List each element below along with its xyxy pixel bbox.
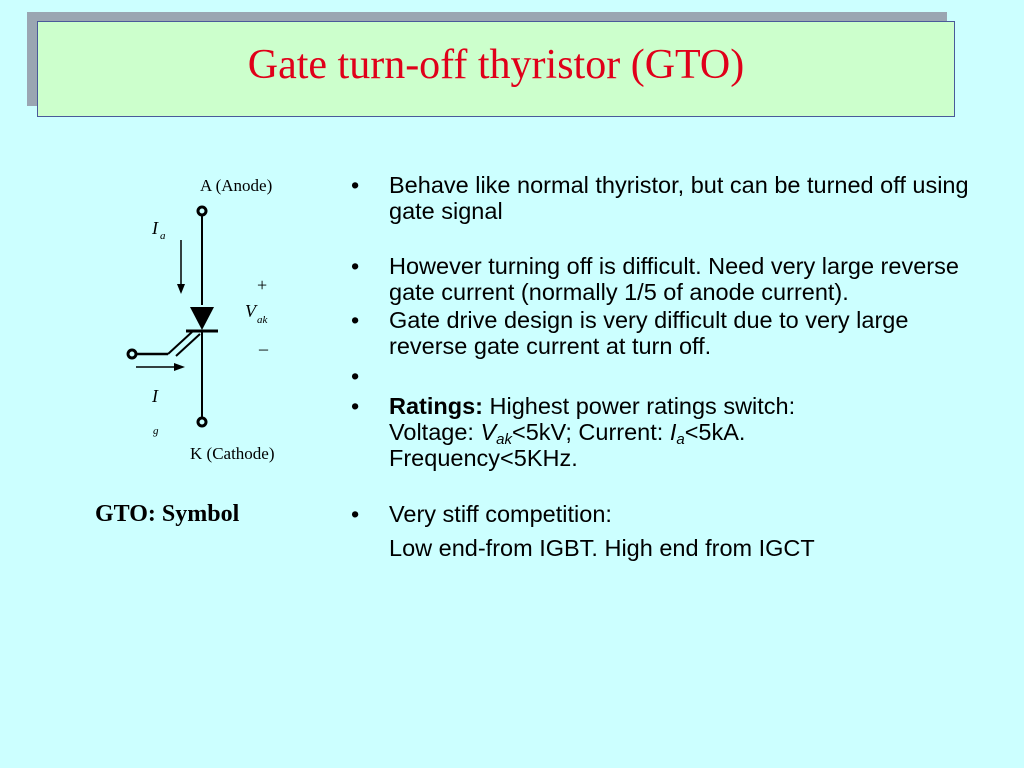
ratings-current-sub: a bbox=[676, 431, 685, 448]
bullet-item: • Very stiff competition: Low end-from I… bbox=[348, 501, 988, 561]
ratings-label: Ratings: bbox=[389, 393, 483, 419]
gate-diagonal-1 bbox=[167, 331, 193, 355]
ratings-line1: Highest power ratings switch: bbox=[483, 393, 796, 419]
anode-label: A (Anode) bbox=[200, 176, 272, 195]
bullet-marker: • bbox=[351, 363, 360, 389]
voltage-sub: ak bbox=[257, 314, 269, 326]
bullet-item: • Gate drive design is very difficult du… bbox=[348, 307, 988, 359]
ratings-current-symbol: I bbox=[669, 419, 677, 445]
bullet-text-3: Gate drive design is very difficult due … bbox=[389, 307, 909, 359]
bullet-item: • Behave like normal thyristor, but can … bbox=[348, 172, 988, 224]
anode-current-sub: a bbox=[160, 230, 166, 242]
ratings-voltage-prefix: Voltage: bbox=[389, 419, 481, 445]
ratings-current-value: <5kA. bbox=[684, 419, 746, 445]
gate-current-arrowhead bbox=[174, 363, 185, 371]
gate-current-sub: g bbox=[153, 425, 159, 437]
title-box: Gate turn-off thyristor (GTO) bbox=[37, 21, 955, 117]
cathode-terminal bbox=[196, 416, 208, 428]
gate-current-label: I bbox=[151, 386, 159, 406]
bullet-marker: • bbox=[351, 172, 360, 198]
ratings-voltage-value: <5kV; Current: bbox=[512, 419, 670, 445]
slide-title: Gate turn-off thyristor (GTO) bbox=[247, 42, 745, 88]
ratings-frequency: Frequency<5KHz. bbox=[389, 445, 578, 471]
bullet-marker: • bbox=[351, 307, 360, 333]
ratings-voltage-sub: ak bbox=[496, 431, 512, 448]
voltage-label: V bbox=[245, 301, 258, 321]
bullet-item: • However turning off is difficult. Need… bbox=[348, 253, 988, 305]
bullet-list: • Behave like normal thyristor, but can … bbox=[348, 172, 988, 561]
gate-terminal bbox=[126, 348, 138, 360]
bullet-text-6: Very stiff competition: bbox=[389, 501, 612, 527]
anode-terminal bbox=[196, 205, 208, 217]
cathode-label: K (Cathode) bbox=[190, 444, 275, 463]
voltage-minus: _ bbox=[258, 332, 269, 352]
bullet-marker: • bbox=[351, 253, 360, 279]
voltage-plus: + bbox=[257, 275, 267, 295]
bullet-marker: • bbox=[351, 501, 360, 527]
gto-symbol-diagram: A (Anode) K (Cathode) I a I g + V ak _ bbox=[126, 176, 275, 463]
bullet-text-2: However turning off is difficult. Need v… bbox=[389, 253, 959, 305]
bullet-text-6-sub: Low end-from IGBT. High end from IGCT bbox=[389, 535, 815, 561]
gate-diagonal-2 bbox=[175, 333, 201, 357]
ratings-voltage-symbol: V bbox=[480, 419, 497, 445]
thyristor-triangle bbox=[190, 307, 214, 330]
bullet-marker: • bbox=[351, 393, 360, 419]
bullet-text-1: Behave like normal thyristor, but can be… bbox=[389, 172, 969, 224]
bullet-item-empty: • bbox=[348, 363, 988, 389]
symbol-caption: GTO: Symbol bbox=[95, 501, 240, 527]
anode-current-arrowhead bbox=[177, 284, 185, 294]
anode-current-label: I bbox=[151, 218, 159, 238]
bullet-item-ratings: • Ratings: Highest power ratings switch:… bbox=[348, 393, 988, 471]
